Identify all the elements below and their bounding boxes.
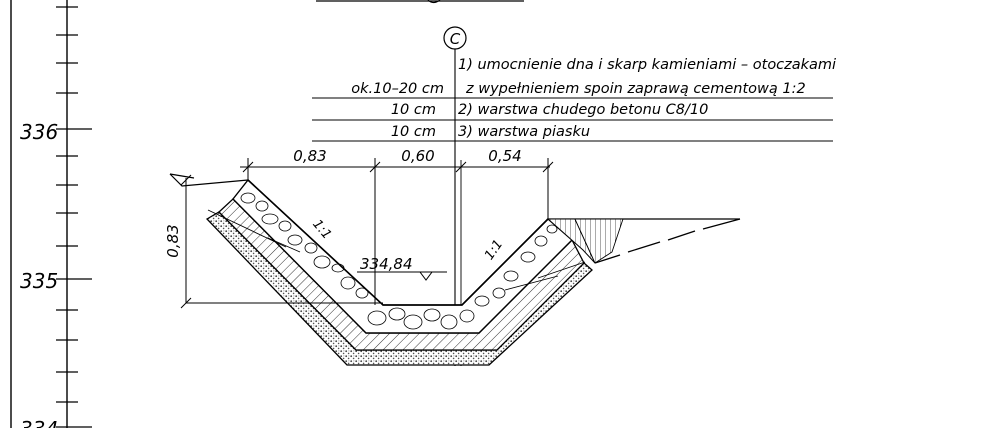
- elevation-label-334: 334: [20, 417, 58, 428]
- layer-3-thickness: 10 cm: [391, 124, 436, 140]
- dimension-lines: [180, 158, 554, 309]
- section-marker: C: [443, 26, 467, 50]
- slope-ratio-right: 1:1: [482, 237, 506, 263]
- dimension-right-slope: 0,54: [488, 147, 521, 165]
- elevation-label-336: 336: [20, 120, 58, 144]
- ground-surface: [169, 173, 741, 264]
- slope-ratio-left: 1:1: [309, 217, 334, 243]
- layer-2-description: 2) warstwa chudego betonu C8/10: [458, 102, 708, 118]
- dimension-bottom: 0,60: [401, 147, 434, 165]
- bottom-elevation-label: 334,84: [360, 255, 413, 273]
- layer-legend: 1) umocnienie dna i skarp kamieniami – o…: [312, 57, 836, 142]
- section-marker-letter: C: [450, 30, 461, 48]
- stone-cobbles: [240, 192, 558, 330]
- layer-1-description-line-1: 1) umocnienie dna i skarp kamieniami – o…: [458, 57, 836, 73]
- previous-detail-fragment: [316, 0, 524, 4]
- layer-1-thickness: ok.10–20 cm: [351, 81, 444, 97]
- layer-3-description: 3) warstwa piasku: [458, 124, 590, 140]
- slope-leaders: [207, 209, 586, 291]
- dimension-depth: 0,83: [164, 224, 182, 257]
- elevation-scale: 336 335 334: [20, 0, 92, 428]
- layer-2-thickness: 10 cm: [391, 102, 436, 118]
- layer-1-description-line-2: z wypełnieniem spoin zaprawą cementową 1…: [465, 81, 806, 97]
- dimension-left-slope: 0,83: [293, 147, 326, 165]
- elevation-label-335: 335: [20, 269, 58, 293]
